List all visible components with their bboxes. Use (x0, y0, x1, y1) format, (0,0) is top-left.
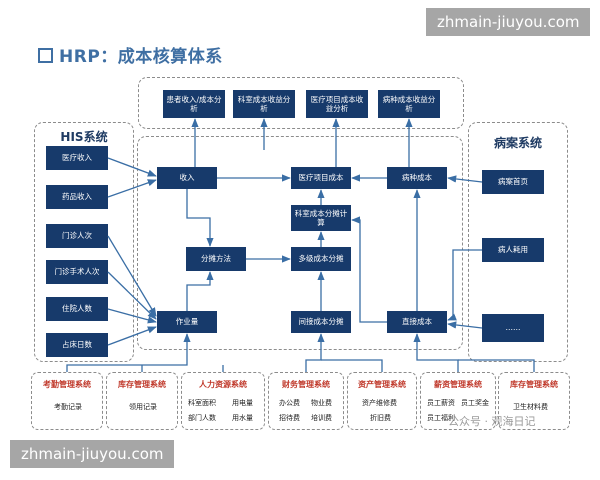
flow-medical-item-cost: 医疗项目成本 (291, 167, 351, 189)
system-item: 办公费 (279, 399, 300, 407)
system-item: 领用记录 (129, 403, 157, 411)
system-item: 招待费 (279, 414, 300, 422)
flow-multi-level: 多级成本分摊 (291, 247, 351, 271)
his-system-group (34, 122, 134, 362)
system-finance: 财务管理系统 办公费 物业费 招待费 培训费 (268, 372, 344, 430)
flow-direct-cost: 直接成本 (387, 311, 447, 333)
his-item-drug-income: 药品收入 (46, 185, 108, 209)
flow-dept-cost-calc: 科室成本分摊计算 (291, 205, 351, 231)
case-item-front-page: 病案首页 (482, 170, 544, 194)
system-item: 员工薪资 (427, 399, 455, 407)
title-text: HRP：成本核算体系 (59, 47, 223, 67)
his-item-medical-income: 医疗收入 (46, 146, 108, 170)
analysis-box-patient: 患者收入/成本分析 (163, 90, 225, 118)
system-asset: 资产管理系统 资产维修费 折旧费 (347, 372, 417, 430)
system-item: 部门人数 (188, 414, 216, 422)
case-item-more: …… (482, 314, 544, 342)
system-title: 资产管理系统 (358, 380, 406, 389)
his-item-outpatient-surgery: 门诊手术人次 (46, 260, 108, 284)
flow-allocation-method: 分摊方法 (186, 247, 246, 271)
watermark-bottom-left: zhmain-jiuyou.com (10, 440, 175, 468)
system-title: 人力资源系统 (199, 380, 247, 389)
system-item: 用电量 (232, 399, 253, 407)
system-item: 科室面积 (188, 399, 216, 407)
watermark-bottom-right: 公众号 · 观海日记 (448, 415, 536, 428)
square-icon (38, 48, 53, 63)
his-item-outpatient-visits: 门诊人次 (46, 224, 108, 248)
flow-disease-cost: 病种成本 (387, 167, 447, 189)
analysis-box-dept: 科室成本收益分析 (233, 90, 295, 118)
system-title: 考勤管理系统 (43, 380, 91, 389)
system-title: 薪资管理系统 (434, 380, 482, 389)
flow-income: 收入 (157, 167, 217, 189)
system-item: 用水量 (232, 414, 253, 422)
system-title: 库存管理系统 (118, 380, 166, 389)
system-item: 卫生材料费 (513, 403, 548, 411)
system-item: 员工福利 (427, 414, 455, 422)
his-system-title: HIS系统 (60, 130, 108, 144)
system-item: 考勤记录 (54, 403, 82, 411)
system-inventory-2: 库存管理系统 卫生材料费 (498, 372, 570, 430)
system-item: 物业费 (311, 399, 332, 407)
system-attendance: 考勤管理系统 考勤记录 (31, 372, 103, 430)
system-payroll: 薪资管理系统 员工薪资 员工奖金 员工福利 (420, 372, 496, 430)
system-title: 库存管理系统 (510, 380, 558, 389)
analysis-box-disease: 病种成本收益分析 (378, 90, 440, 118)
cost-flow-group (137, 136, 463, 350)
analysis-group (138, 77, 464, 129)
system-inventory-1: 库存管理系统 领用记录 (106, 372, 178, 430)
page-title: HRP：成本核算体系 (38, 42, 223, 67)
flow-indirect-cost: 间接成本分摊 (291, 311, 351, 333)
system-item: 资产维修费 (362, 399, 397, 407)
flow-workload: 作业量 (157, 311, 217, 333)
case-system-title: 病案系统 (493, 136, 542, 150)
system-hr: 人力资源系统 科室面积 用电量 部门人数 用水量 (181, 372, 265, 430)
his-item-inpatients: 住院人数 (46, 297, 108, 321)
case-item-consumption: 病人耗用 (482, 238, 544, 262)
analysis-box-item: 医疗项目成本收益分析 (306, 90, 368, 118)
system-title: 财务管理系统 (282, 380, 330, 389)
system-item: 培训费 (311, 414, 332, 422)
watermark-top-right: zhmain-jiuyou.com (426, 8, 591, 36)
his-item-bed-days: 占床日数 (46, 333, 108, 357)
system-item: 折旧费 (370, 414, 391, 422)
system-item: 员工奖金 (461, 399, 489, 407)
case-system-group (468, 122, 568, 362)
